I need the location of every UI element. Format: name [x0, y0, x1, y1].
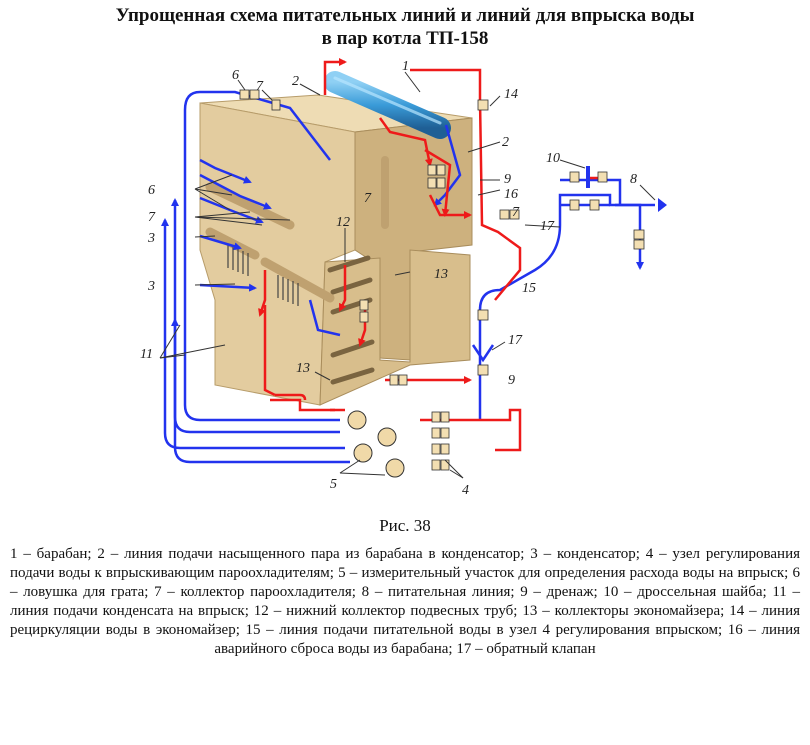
- condenser-fins: [227, 245, 299, 306]
- economizer-block: [319, 249, 471, 406]
- label-5: 5: [330, 477, 337, 492]
- steam-lines: [258, 58, 600, 452]
- label-12: 12: [336, 215, 350, 230]
- label-11: 11: [140, 347, 153, 362]
- boiler-body: [199, 94, 473, 406]
- label-7c: 7: [364, 191, 372, 206]
- leader-lines: [159, 71, 656, 479]
- label-17b: 17: [508, 333, 523, 348]
- figure-caption: Рис. 38: [379, 516, 431, 535]
- label-3b: 3: [147, 279, 155, 294]
- flow-meters: [347, 410, 405, 478]
- label-2b: 2: [502, 135, 509, 150]
- drum: [324, 71, 451, 139]
- title-line-1: Упрощенная схема питательных линий и лин…: [115, 5, 695, 26]
- label-4: 4: [462, 483, 469, 498]
- check-valve: [471, 344, 495, 363]
- label-13a: 13: [434, 267, 448, 282]
- label-6a: 6: [232, 68, 239, 83]
- label-9b: 9: [508, 373, 515, 388]
- feed-line-end: [658, 198, 667, 212]
- page-title: Упрощенная схема питательных линий и лин…: [0, 4, 810, 50]
- valve-units: [239, 89, 645, 471]
- label-8: 8: [630, 172, 637, 187]
- label-16: 16: [504, 187, 518, 202]
- throttle-washer: [586, 166, 590, 188]
- label-10: 10: [546, 151, 560, 166]
- label-13b: 13: [296, 361, 310, 376]
- label-7a: 7: [256, 79, 264, 94]
- label-7b: 7: [148, 210, 156, 225]
- label-2a: 2: [292, 74, 299, 89]
- label-15: 15: [522, 281, 536, 296]
- label-14: 14: [504, 87, 518, 102]
- label-7d: 7: [512, 205, 520, 220]
- number-labels: 1 2 2 14 6 7 6 7 3 3 7 11 12 13 13 9 16 …: [140, 59, 637, 498]
- figure-legend: 1 – барабан; 2 – линия подачи насыщенног…: [10, 546, 800, 657]
- label-6b: 6: [148, 183, 155, 198]
- label-9a: 9: [504, 172, 511, 187]
- boiler-diagram: 1 2 2 14 6 7 6 7 3 3 7 11 12 13 13 9 16 …: [140, 58, 667, 498]
- label-3a: 3: [147, 231, 155, 246]
- label-17a: 17: [540, 219, 555, 234]
- label-1: 1: [402, 59, 409, 74]
- water-lines: [161, 90, 655, 464]
- title-line-2: в пар котла ТП-158: [321, 28, 489, 49]
